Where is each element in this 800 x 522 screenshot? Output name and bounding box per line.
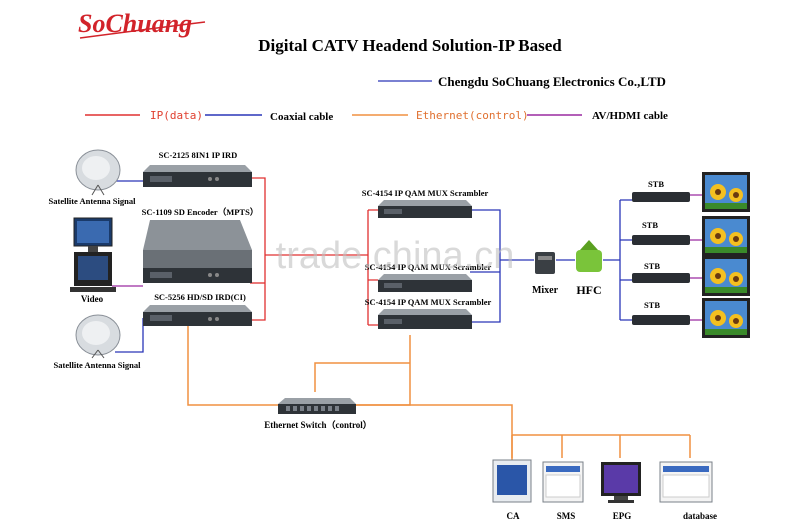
ird-label: SC-2125 8IN1 IP IRD [159, 150, 238, 160]
stb-box [632, 315, 690, 325]
mux3-device [378, 309, 472, 329]
server-ca-label: CA [507, 511, 520, 521]
stb-box [632, 192, 690, 202]
encoder-label: SC-1109 SD Encoder（MPTS） [142, 207, 259, 217]
legend-eth: Ethernet(control) [416, 109, 529, 122]
company-name: Chengdu SoChuang Electronics Co.,LTD [438, 74, 666, 89]
ird-device [143, 165, 252, 187]
server-epg [601, 462, 641, 503]
stb-box [632, 235, 690, 245]
legend-coax: Coaxial cable [270, 111, 333, 123]
legend-av: AV/HDMI cable [592, 110, 668, 122]
wiring [112, 177, 702, 460]
watermark: trade.china.cn [276, 235, 515, 277]
tv-sunflower [702, 172, 750, 212]
sochuang-logo: SoChuang [78, 9, 206, 39]
stb-label-2: STB [642, 220, 658, 230]
stb-label-1: STB [648, 179, 664, 189]
stb-box [632, 273, 690, 283]
mux3-label: SC-4154 IP QAM MUX Scrambler [365, 297, 492, 307]
satellite-label-1: Satellite Antenna Signal [49, 196, 137, 206]
mixer-device [535, 252, 555, 274]
tv-sunflower [702, 298, 750, 338]
video-label: Video [81, 294, 104, 304]
video-monitor [70, 217, 116, 292]
server-database-label: database [683, 511, 717, 521]
stb-group: STB STB STB STB [632, 179, 690, 325]
mux1-device [378, 200, 472, 218]
hdird-device [143, 305, 252, 326]
satellite-label-2: Satellite Antenna Signal [54, 360, 142, 370]
diagram-title: Digital CATV Headend Solution-IP Based [258, 36, 562, 55]
server-epg-label: EPG [613, 511, 632, 521]
satellite-dish-1 [75, 149, 121, 196]
tv-sunflower [702, 216, 750, 256]
hfc-label: HFC [576, 283, 601, 297]
stb-label-4: STB [644, 300, 660, 310]
server-database [659, 461, 713, 503]
hdird-label: SC-5256 HD/SD IRD(CI) [154, 292, 246, 302]
stb-label-3: STB [644, 261, 660, 271]
hfc-icon [576, 240, 602, 272]
server-sms [542, 461, 584, 503]
mux2-label: SC-4154 IP QAM MUX Scrambler [365, 262, 492, 272]
server-sms-label: SMS [557, 511, 576, 521]
legend-ip: IP(data) [150, 109, 203, 122]
mux2-device [378, 274, 472, 292]
legend: IP(data) Coaxial cable Ethernet(control)… [85, 109, 668, 123]
encoder-device [143, 220, 252, 283]
mixer-label: Mixer [532, 285, 559, 296]
mux1-label: SC-4154 IP QAM MUX Scrambler [362, 188, 489, 198]
tv-sunflower [702, 256, 750, 296]
tv-group [702, 172, 750, 338]
server-ca [492, 459, 532, 503]
logo-text: SoChuang [78, 9, 192, 38]
switch-label: Ethernet Switch（control） [264, 420, 372, 430]
ethernet-switch [278, 398, 356, 414]
satellite-dish-2 [75, 314, 121, 359]
